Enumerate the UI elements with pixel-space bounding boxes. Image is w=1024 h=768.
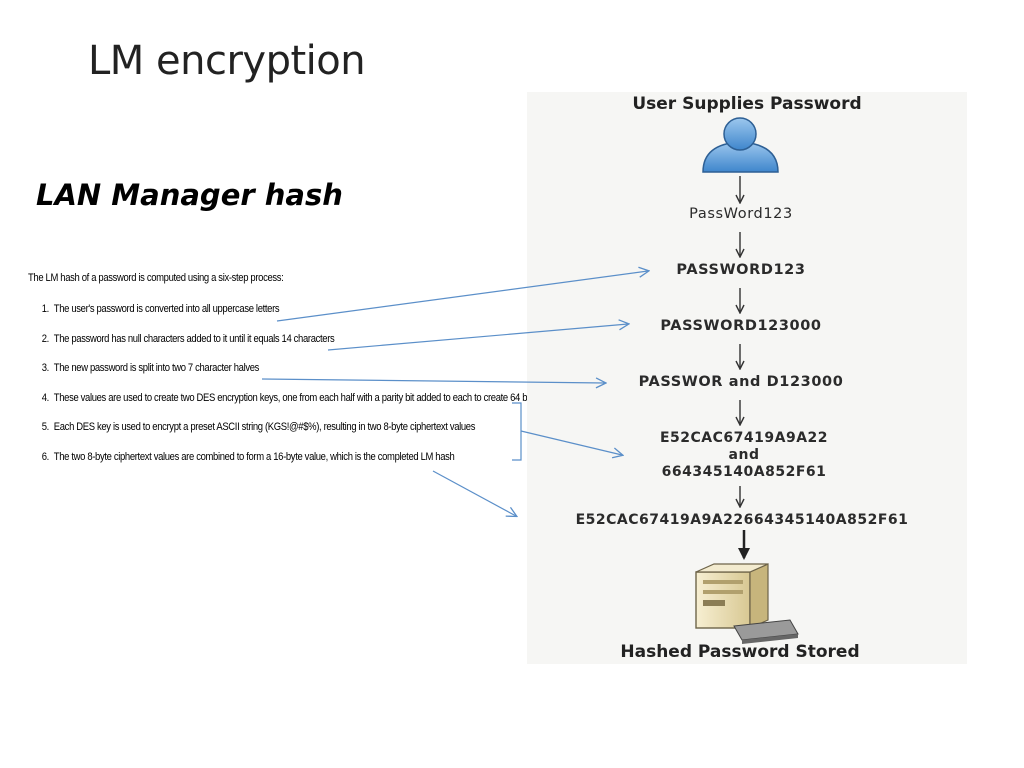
user-icon <box>702 117 779 173</box>
steps-intro: The LM hash of a password is computed us… <box>28 272 284 284</box>
step-item: 4.These values are used to create two DE… <box>28 392 554 422</box>
flow-uppercase: PASSWORD123 <box>676 262 806 278</box>
step-number: 2. <box>41 332 50 345</box>
step-text: The user's password is converted into al… <box>53 303 280 315</box>
step-text: The password has null characters added t… <box>53 332 335 345</box>
flow-split: PASSWOR and D123000 <box>638 374 844 390</box>
step-number: 5. <box>41 421 50 434</box>
flow-header: User Supplies Password <box>632 94 862 114</box>
slide-title: LM encryption <box>88 38 366 84</box>
steps-ordered-list: 1.The user's password is converted into … <box>28 303 554 481</box>
steps-bracket <box>512 402 522 461</box>
flow-cipher-b: 664345140A852F61 <box>661 464 827 480</box>
flow-password: PassWord123 <box>689 206 793 222</box>
server-icon <box>695 563 799 644</box>
step-item: 2.The password has null characters added… <box>28 333 554 363</box>
slide-subtitle: LAN Manager hash <box>36 178 343 212</box>
connector-arrow <box>261 379 605 383</box>
step-number: 6. <box>41 450 50 463</box>
step-text: These values are used to create two DES … <box>53 391 554 404</box>
step-number: 3. <box>41 362 50 375</box>
connector-arrow <box>327 324 628 351</box>
step-item: 5.Each DES key is used to encrypt a pres… <box>28 421 554 451</box>
step-text: Each DES key is used to encrypt a preset… <box>53 421 476 434</box>
connector-arrow <box>432 470 516 516</box>
flow-cipher-and: and <box>728 447 760 463</box>
step-item: 3.The new password is split into two 7 c… <box>28 362 554 392</box>
connector-arrow <box>520 430 622 455</box>
flow-combined: E52CAC67419A9A22664345140A852F61 <box>575 512 909 528</box>
step-item: 6.The two 8-byte ciphertext values are c… <box>28 451 554 481</box>
step-text: The two 8-byte ciphertext values are com… <box>53 450 455 463</box>
connector-arrow <box>276 271 648 322</box>
flow-padded: PASSWORD123000 <box>660 318 822 334</box>
step-text: The new password is split into two 7 cha… <box>53 362 260 375</box>
steps-list: The LM hash of a password is computed us… <box>28 272 554 481</box>
step-number: 4. <box>41 391 50 404</box>
flow-footer: Hashed Password Stored <box>620 642 860 662</box>
flow-arrows <box>740 176 750 560</box>
step-item: 1.The user's password is converted into … <box>28 303 554 333</box>
step-number: 1. <box>41 303 50 315</box>
connector-lines <box>261 271 648 516</box>
flow-cipher-a: E52CAC67419A9A22 <box>659 430 829 446</box>
